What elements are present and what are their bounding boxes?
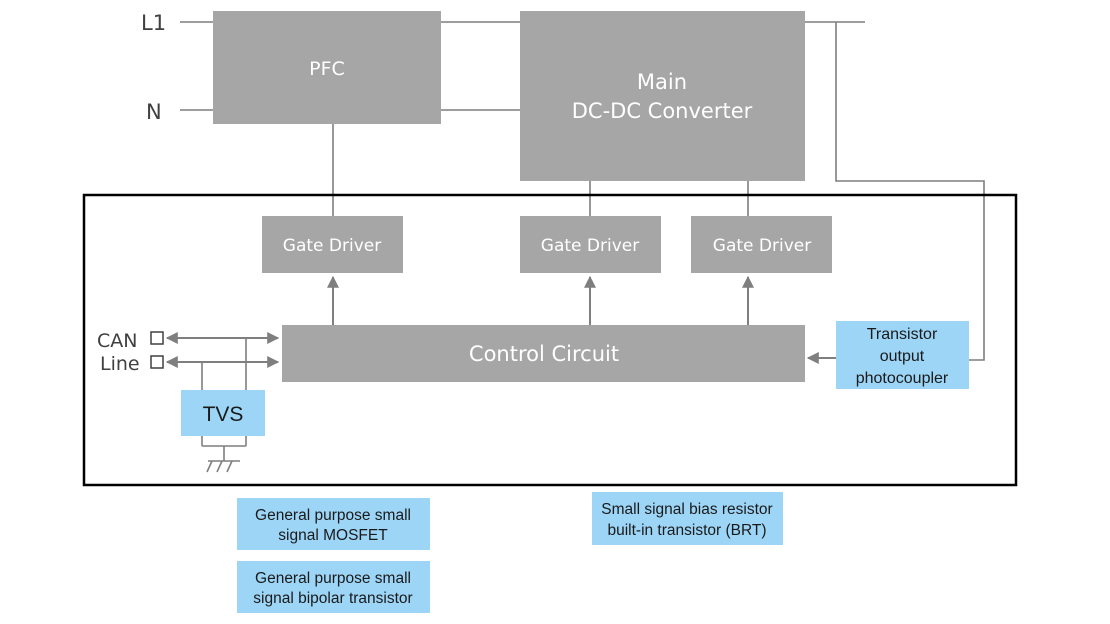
legend-bipolar: General purpose small signal bipolar tra… — [237, 561, 430, 613]
legend-brt-line1: Small signal bias resistor — [601, 501, 772, 518]
photocoupler-device: Transistor output photocoupler — [836, 321, 969, 389]
main-converter-block: Main DC-DC Converter — [520, 11, 805, 181]
ground-icon — [201, 436, 247, 473]
gate-driver-3: Gate Driver — [691, 216, 832, 273]
legend-bipolar-line1: General purpose small — [255, 570, 411, 587]
gate-driver-1-label: Gate Driver — [283, 236, 381, 256]
gate-driver-1: Gate Driver — [262, 216, 403, 273]
legend-mosfet-line1: General purpose small — [255, 507, 411, 524]
main-converter-label-line2: DC-DC Converter — [572, 99, 753, 123]
legend-mosfet: General purpose small signal MOSFET — [237, 498, 430, 550]
can-label: CAN — [97, 330, 137, 352]
legend-brt: Small signal bias resistor built-in tran… — [592, 492, 783, 545]
legend-bipolar-line2: signal bipolar transistor — [253, 590, 412, 607]
photocoupler-label-line3: photocoupler — [856, 370, 949, 387]
pfc-block: PFC — [213, 11, 441, 124]
can-interface: CAN Line — [97, 330, 280, 390]
photocoupler-label-line1: Transistor — [867, 326, 938, 343]
line-label: Line — [100, 353, 140, 375]
control-board-frame — [82, 193, 1018, 487]
tvs-device: TVS — [181, 390, 265, 436]
gate-driver-2: Gate Driver — [520, 216, 661, 273]
n-label: N — [146, 100, 162, 124]
main-converter-label-line1: Main — [637, 70, 687, 94]
l1-label: L1 — [141, 11, 166, 35]
control-circuit-block: Control Circuit — [282, 325, 805, 382]
legend-brt-line2: built-in transistor (BRT) — [607, 522, 766, 539]
gate-driver-2-label: Gate Driver — [541, 236, 639, 256]
feedback-wire — [835, 22, 985, 361]
line-terminal-square — [150, 355, 164, 369]
can-terminal-square — [150, 331, 164, 345]
legend-mosfet-line2: signal MOSFET — [278, 527, 388, 544]
photocoupler-label-line2: output — [880, 348, 925, 365]
pfc-label: PFC — [309, 58, 345, 80]
power-wiring — [180, 21, 985, 361]
control-circuit-label: Control Circuit — [469, 342, 619, 366]
tvs-label: TVS — [203, 403, 244, 426]
gate-driver-3-label: Gate Driver — [713, 236, 811, 256]
